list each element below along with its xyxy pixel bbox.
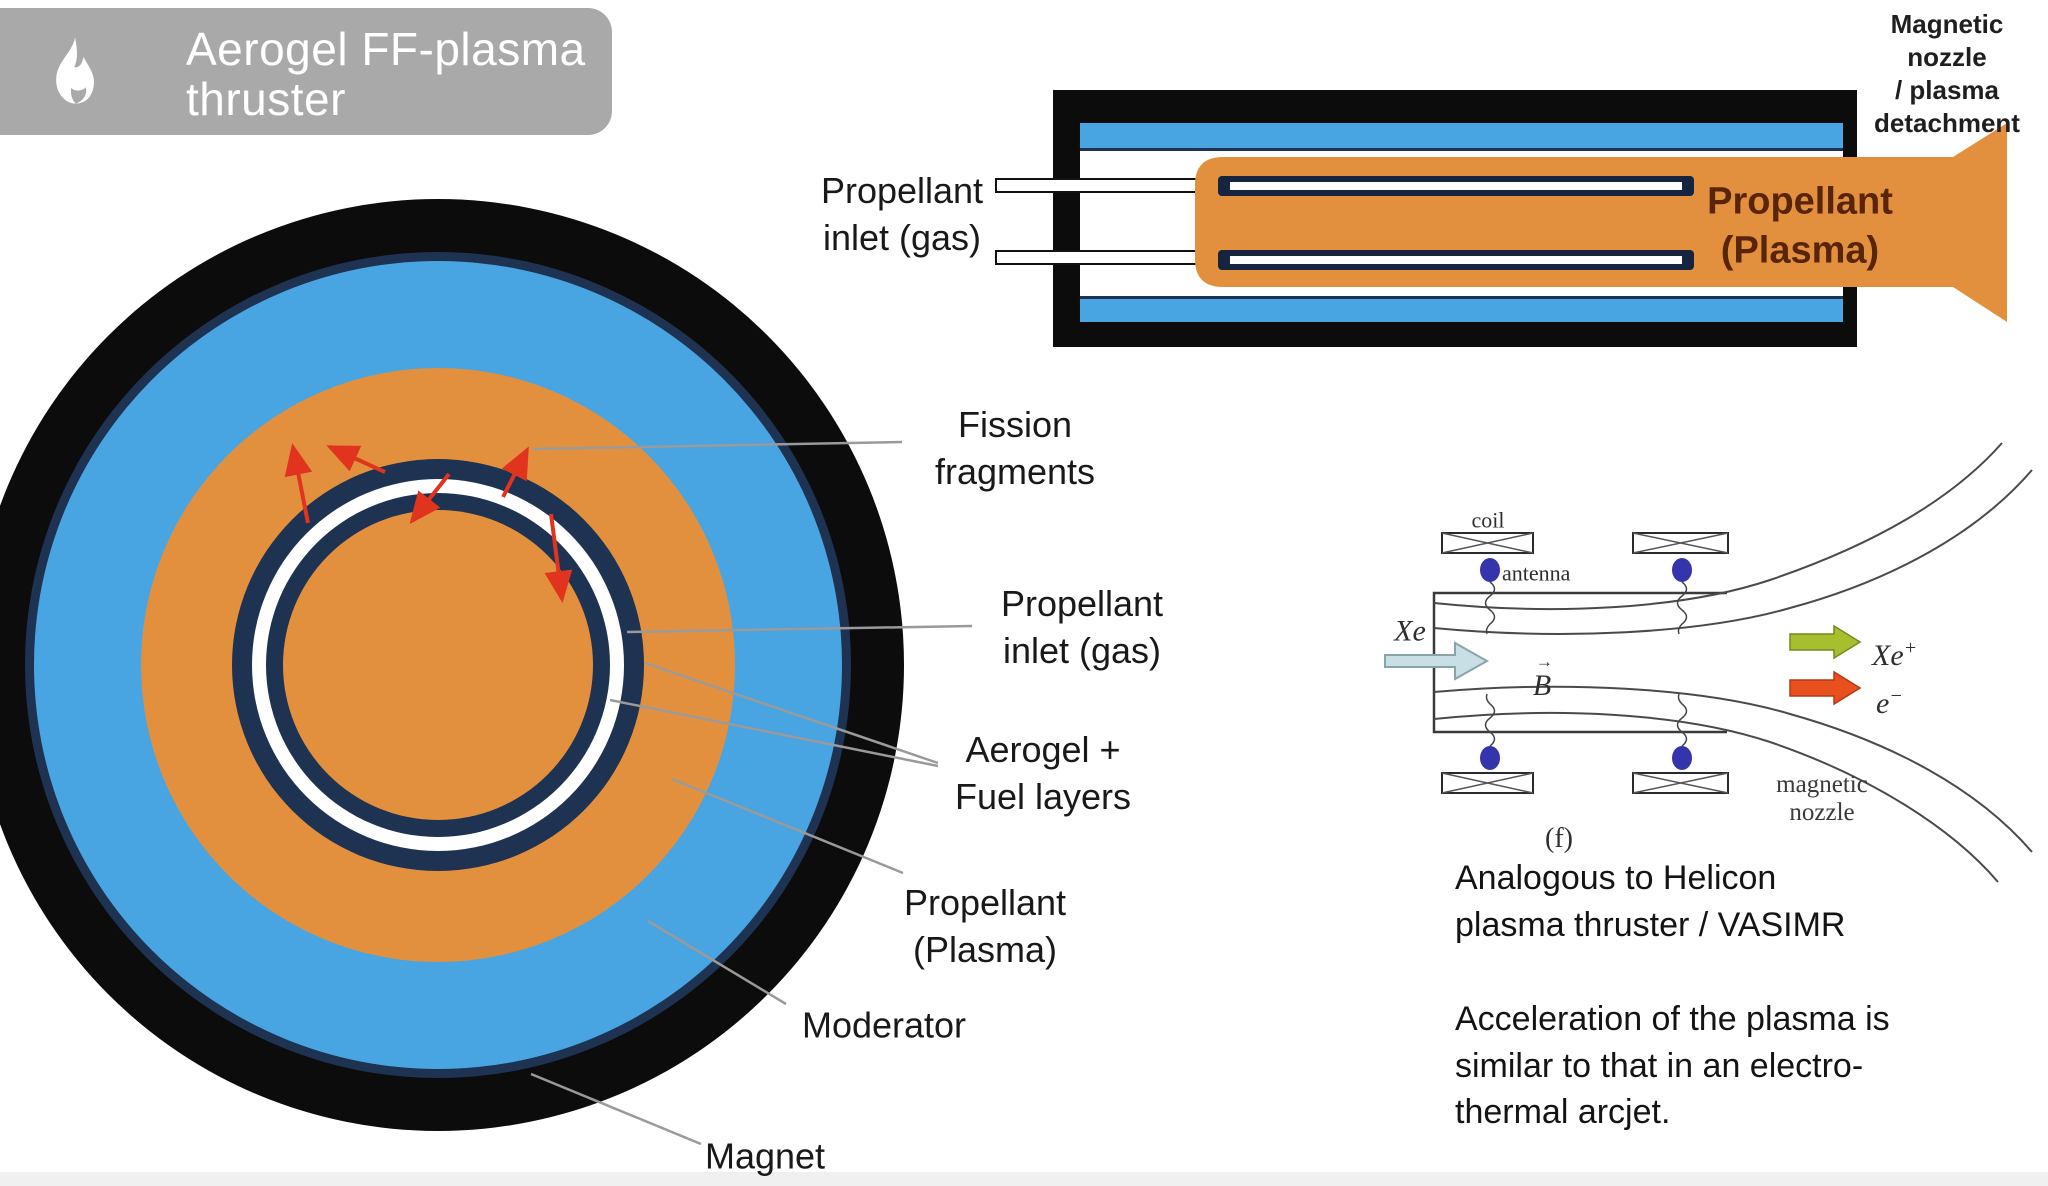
page-title: Aerogel FF-plasma thruster [186, 23, 586, 125]
label-xe-in: Xe [1394, 614, 1426, 648]
label-propellant-inlet-axial: Propellant inlet (gas) [820, 170, 984, 258]
flame-icon [56, 37, 94, 104]
helicon-diagram [1384, 442, 2033, 883]
label-propellant-inlet-cross: Propellant inlet (gas) [1000, 583, 1164, 671]
label-moderator: Moderator [801, 1004, 967, 1046]
label-antenna: antenna [1502, 560, 1571, 586]
label-propellant-plasma-cross: Propellant (Plasma) [903, 882, 1067, 970]
label-magnetic-nozzle-detachment: Magnetic nozzle / plasma detachment [1874, 8, 2020, 139]
note-analogous: Analogous to Helicon plasma thruster / V… [1455, 859, 1846, 944]
figure-caption-f: (f) [1545, 822, 1573, 854]
plasma-plume [1195, 123, 2007, 322]
label-b-field: →B [1532, 652, 1553, 702]
antenna-wires [1484, 581, 1688, 747]
moderator-band-top [1080, 123, 1843, 150]
coil-cross-pattern [1441, 532, 1729, 794]
cross-section-diagram [0, 199, 973, 1146]
bottom-strip [0, 1172, 2048, 1186]
label-magnet: Magnet [704, 1135, 826, 1177]
label-aerogel-fuel-layers: Aerogel + Fuel layers [954, 729, 1132, 817]
label-magnetic-nozzle-fig: magnetic nozzle [1776, 771, 1868, 826]
inlet-tube-top [995, 178, 1225, 193]
title-box: Aerogel FF-plasma thruster [0, 8, 612, 135]
label-propellant-plasma-axial: Propellant (Plasma) [1707, 180, 1893, 271]
axial-diagram [995, 90, 2007, 347]
label-coil: coil [1471, 507, 1505, 533]
inlet-tube-bottom [995, 250, 1225, 265]
xe-ion-arrow [1789, 624, 1862, 660]
note-acceleration: Acceleration of the plasma is similar to… [1455, 1000, 1890, 1132]
label-fission-fragments: Fission fragments [934, 404, 1096, 492]
label-xe-ion: Xe+ [1872, 637, 1918, 672]
fission-fragment-arrows [284, 443, 573, 603]
b-vector-arrow: → [1535, 652, 1553, 671]
inner-plasma-core [283, 510, 593, 820]
antenna-dots [1480, 558, 1692, 770]
electron-arrow [1789, 670, 1862, 706]
moderator-band-bottom [1080, 299, 1843, 322]
label-electron: e− [1876, 685, 1903, 720]
leader-lines [530, 440, 973, 1146]
field-lines [1433, 442, 2033, 883]
xe-inflow-arrow [1384, 641, 1490, 681]
